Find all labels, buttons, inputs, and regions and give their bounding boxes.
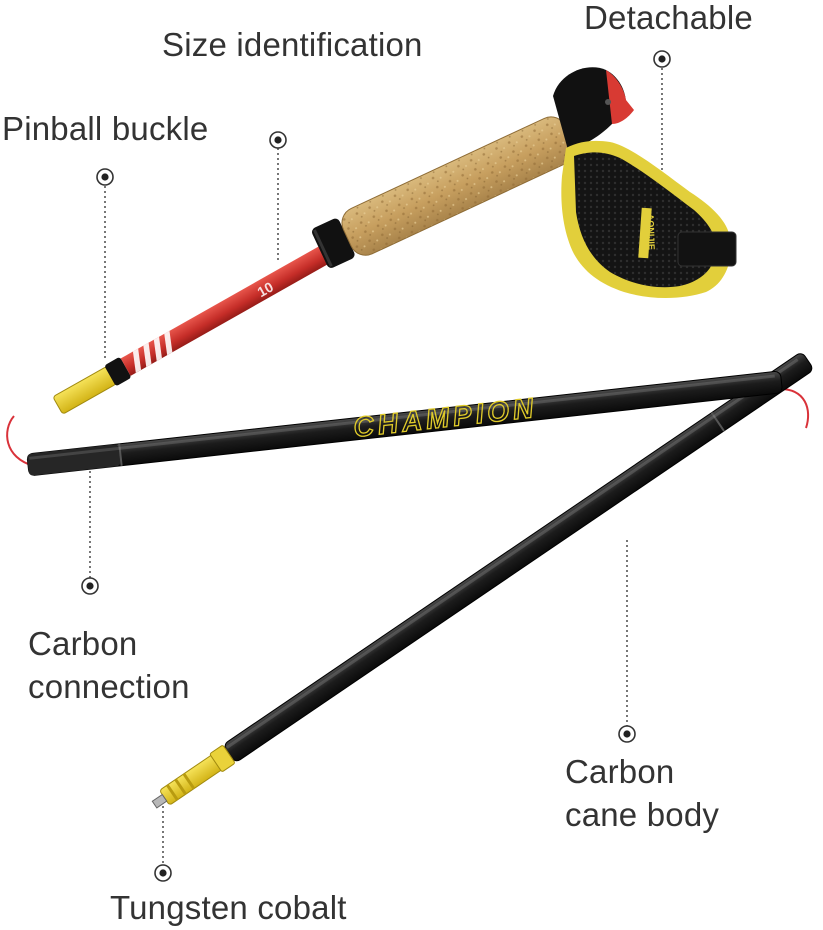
label-pinball-buckle: Pinball buckle [2,110,209,147]
cord-left [6,415,35,467]
carbon-cane-body-section [224,353,813,762]
label-carbon-cane-body-line1: Carbon [565,753,675,790]
label-tungsten-cobalt: Tungsten cobalt [110,889,347,926]
marker-size-identification [269,131,287,149]
cork-grip [312,116,576,268]
label-carbon-connection-line2: connection [28,668,190,705]
shaft-print: CHAMPION [352,392,539,443]
label-carbon-connection-line1: Carbon [28,625,138,662]
upper-red-shaft: 10 [53,235,349,414]
marker-detachable [653,50,671,68]
label-size-identification: Size identification [162,26,423,63]
marker-carbon-cane-body [618,725,636,743]
marker-carbon-connection [81,577,99,595]
svg-text:10: 10 [255,278,277,300]
strap-brand: AONIJIE [645,214,656,250]
detachable-strap: AONIJIE [561,140,737,298]
cord-right [777,387,810,429]
label-detachable: Detachable [584,0,753,36]
leader-markers [81,50,671,882]
leader-lines [89,68,663,866]
marker-tungsten-cobalt [154,864,172,882]
grip-head [553,67,634,150]
label-carbon-cane-body-line2: cane body [565,796,720,833]
tungsten-tip-assembly [151,745,235,809]
marker-pinball-buckle [96,168,114,186]
